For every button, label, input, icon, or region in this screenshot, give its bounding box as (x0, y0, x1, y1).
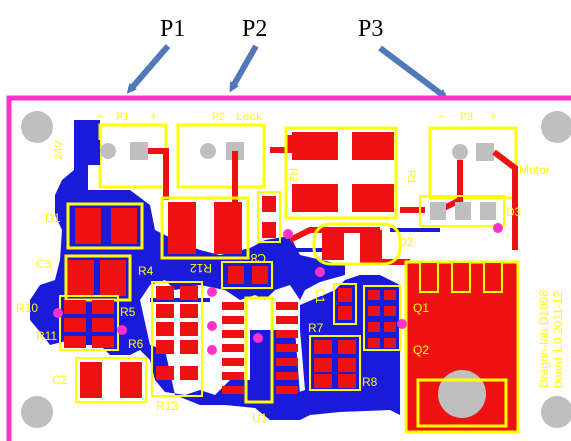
component-r5-r6-r13: R5 R6 R13 (120, 281, 203, 413)
label-r6: R6 (128, 337, 144, 351)
board-text-line2: board 1.0 2011-12 (551, 290, 565, 388)
callout-p1: P1 (160, 16, 185, 42)
label-r11: R11 (36, 329, 57, 343)
top-traces (148, 135, 518, 265)
bottom-copper-pour (30, 120, 400, 420)
component-c1: C1 (313, 283, 357, 325)
component-r12-area: R12 (160, 196, 250, 275)
label-r8: R8 (362, 375, 378, 389)
board-text-line1: Dragon-lab D1068 (537, 290, 551, 388)
vias (53, 223, 503, 355)
arrow-p3 (378, 45, 448, 99)
component-c3-r4: C3 R4 (36, 254, 154, 302)
label-r12: R12 (190, 261, 212, 275)
p3-minus: − (438, 112, 445, 124)
component-d3: D3 (419, 195, 522, 227)
component-c2: C2 (52, 357, 147, 403)
label-c3: C3 (36, 257, 52, 271)
label-c1: C1 (313, 288, 327, 304)
connector-p3: − P3 + Motor (428, 112, 550, 200)
component-d2: D2 (312, 222, 414, 266)
label-u1: U1 (252, 411, 268, 425)
p2-name: P2 (212, 112, 225, 124)
label-d2: D2 (398, 235, 414, 249)
p3-plus: + (490, 112, 497, 124)
p2-lock: Lock (236, 112, 263, 124)
label-r5: R5 (120, 305, 136, 319)
p3-side-label: Motor (519, 163, 550, 177)
label-r4: R4 (138, 264, 154, 278)
component-r1: R1 (284, 126, 417, 220)
component-r2: R2 (257, 168, 299, 243)
callout-p3: P3 (358, 16, 383, 42)
label-r7: R7 (308, 321, 324, 335)
p1-side-label: 24V (53, 140, 65, 160)
label-r10: R10 (16, 301, 38, 315)
component-q2-tab (404, 260, 520, 434)
callout-p2: P2 (242, 16, 267, 42)
label-d1: D1 (45, 211, 61, 225)
arrow-p2 (229, 44, 259, 93)
component-q1: Q1 Q2 (363, 285, 429, 357)
component-d1: D1 (45, 202, 144, 250)
component-r7-r8: R7 R8 (308, 321, 378, 391)
label-r13: R13 (156, 399, 178, 413)
component-c8: C8 (221, 251, 273, 289)
arrow-p1 (126, 44, 171, 94)
component-u1: U1 (222, 296, 298, 425)
label-q1: Q1 (413, 301, 429, 315)
component-r10-r11: R10 R11 (16, 295, 119, 351)
label-q2: Q2 (413, 343, 429, 357)
p3-name: P3 (460, 112, 473, 124)
p1-minus: − (96, 112, 103, 124)
label-d3: D3 (506, 205, 522, 219)
label-r1: R1 (405, 170, 417, 184)
label-c2: C2 (52, 373, 68, 387)
p1-plus: + (150, 112, 157, 124)
label-r2: R2 (287, 168, 299, 182)
mounting-holes (21, 111, 571, 428)
p1-name: P1 (116, 112, 130, 124)
label-c8: C8 (250, 251, 266, 265)
